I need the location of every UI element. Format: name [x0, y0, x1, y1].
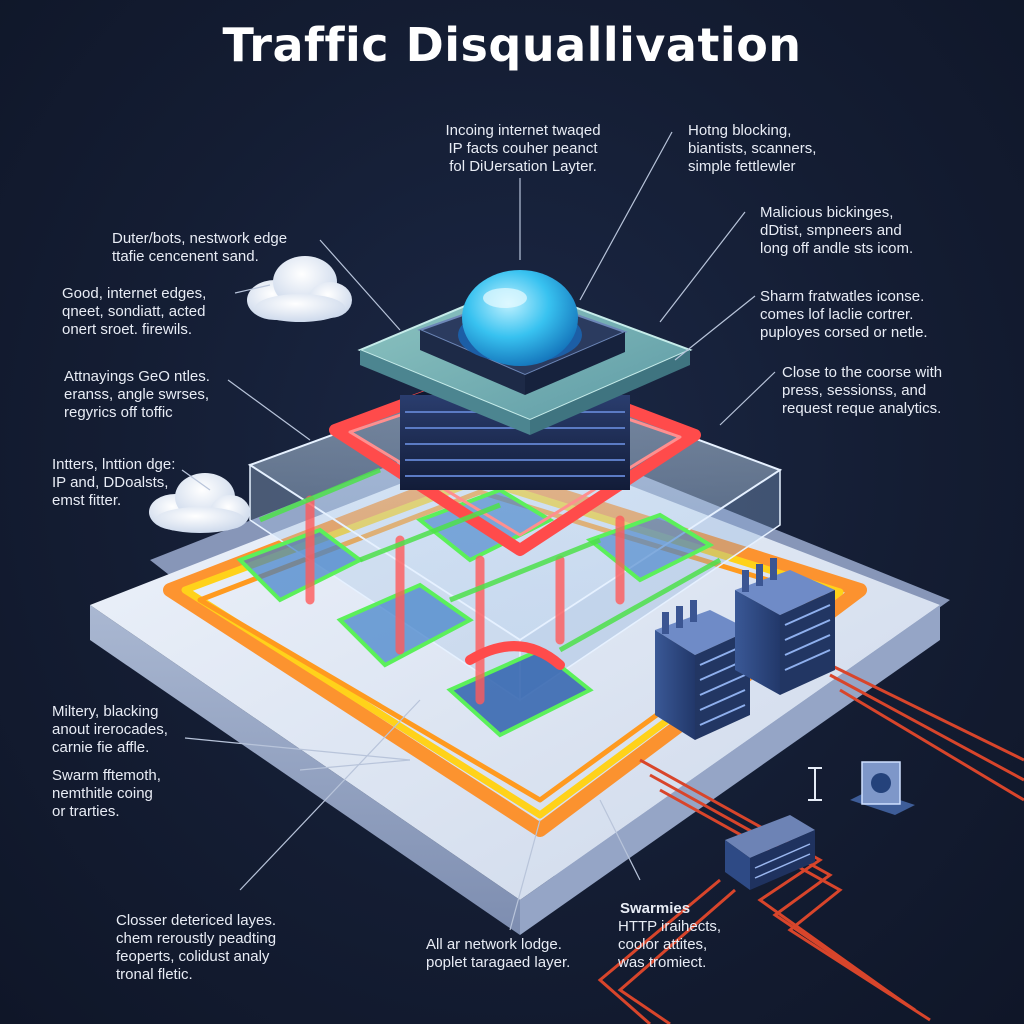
label-malicious-blocking: Malicious bickinges, dDtist, smpneers an…: [760, 204, 914, 257]
label-intrusion-edge: Intters, lnttion dge: IP and, DDoalsts, …: [52, 456, 176, 509]
plug-icon: [808, 767, 822, 801]
label-incoming-traffic: Incoing internet twaqed IP facts couher …: [445, 122, 601, 175]
label-geo-rules: Attnayings GeO ntles. eranss, angle swrs…: [64, 368, 210, 421]
label-all-network-edge: All ar network lodge. poplet taragaed la…: [426, 936, 571, 971]
label-swarm-features: Sharm fratwatles iconse. comes lof lacli…: [760, 288, 928, 341]
label-military-blocking: Miltery, blacking anout irerocades, carn…: [52, 703, 168, 756]
callout-lines: [181, 131, 776, 931]
label-http-redirects: HTTP iraihects, coolor attites, was trom…: [618, 918, 722, 971]
green-routes: [259, 467, 722, 653]
label-swarm-method: Swarm fftemoth, nemthitle coing or trart…: [52, 767, 161, 820]
core-dome-icon: [458, 270, 582, 366]
label-swarmies-title: Swarmies: [620, 900, 691, 917]
label-hot-blocking: Hotng blocking, biantists, scanners, sim…: [688, 122, 817, 175]
server-rack-icon: [735, 558, 835, 695]
label-good-internet-edges: Good, internet edges, qneet, sondiatt, a…: [62, 285, 207, 338]
monitor-icon: [850, 761, 915, 815]
network-device-icon: [725, 815, 815, 890]
external-cables: [597, 658, 1024, 1024]
label-close-to-source: Close to the coorse with press, sessions…: [782, 364, 943, 417]
label-outer-bots: Duter/bots, nestwork edge ttafie cencene…: [112, 230, 288, 265]
cloud-icon: [247, 256, 352, 322]
label-closer-detected-layers: Closser detericed layes. chem reroustly …: [116, 912, 277, 983]
diagram-title: Traffic Disquallivation: [222, 18, 802, 72]
cloud-icon: [149, 473, 250, 533]
